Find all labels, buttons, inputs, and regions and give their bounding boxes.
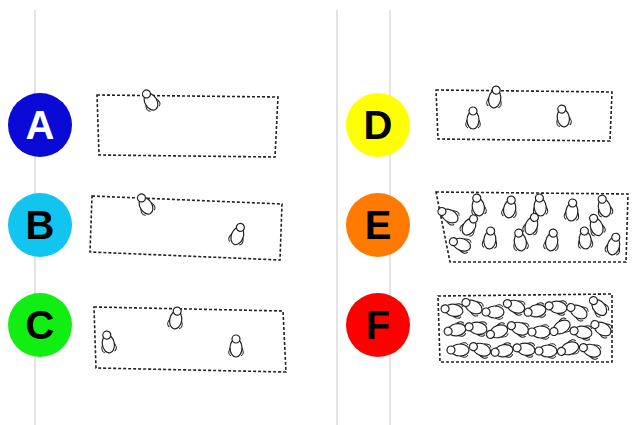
circle-letter: D	[364, 105, 393, 145]
letter-circle: C	[8, 293, 72, 357]
letter-circle: D	[346, 93, 410, 157]
area-outline	[97, 95, 278, 157]
letter-circle: E	[346, 193, 410, 257]
letter-circle: B	[8, 193, 72, 257]
circle-letter: E	[365, 205, 392, 245]
area-outline	[436, 192, 628, 262]
letter-circle: F	[346, 293, 410, 357]
circle-letter: B	[26, 205, 55, 245]
person-figures	[99, 85, 624, 361]
circle-letter: F	[366, 305, 390, 345]
letter-circle: A	[8, 93, 72, 157]
area-outline	[94, 307, 286, 372]
circle-letter: C	[26, 305, 55, 345]
area-outline	[436, 90, 612, 141]
area-outline	[438, 294, 612, 362]
divider-line	[337, 10, 338, 425]
circle-letter: A	[26, 105, 55, 145]
area-outline	[90, 196, 282, 260]
